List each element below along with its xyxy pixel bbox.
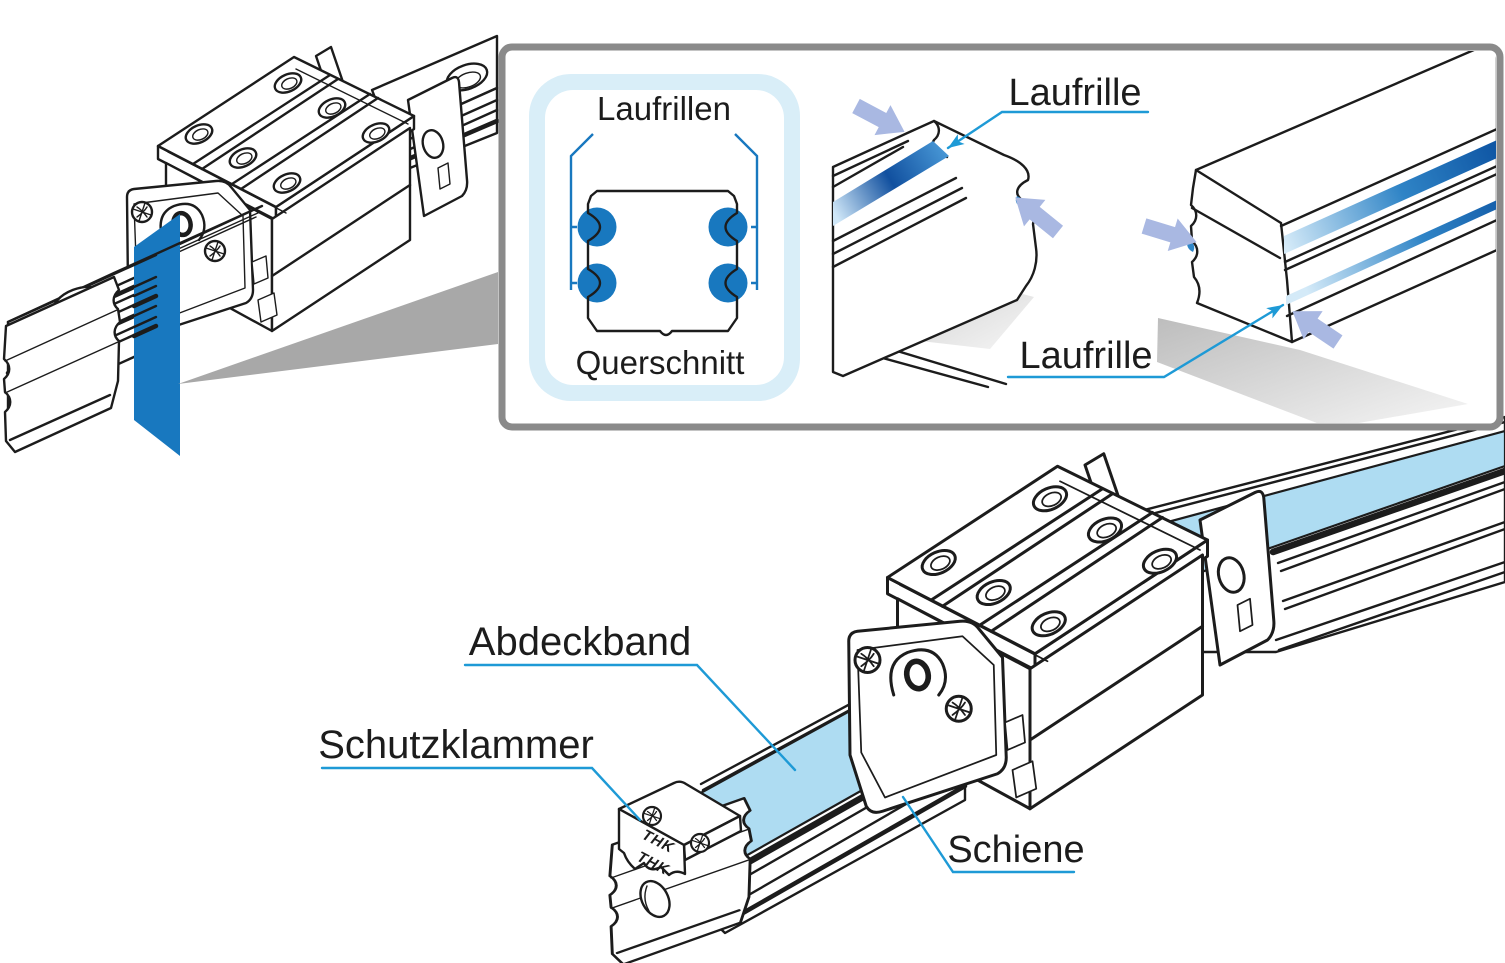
schutzklammer-label: Schutzklammer	[318, 723, 594, 767]
querschnitt-label: Querschnitt	[576, 344, 745, 381]
inset-content: Laufrillen Querschnitt	[529, 51, 1496, 423]
ball-groove-circle	[708, 207, 748, 247]
clamp-screw	[689, 832, 711, 854]
protective-clamp: THK THK	[617, 780, 743, 879]
main-assembly-illustration: THK THK	[608, 415, 1505, 963]
callout-wedge	[178, 272, 498, 384]
ball-groove-circle	[577, 263, 617, 303]
abdeckband-callout: Abdeckband	[463, 620, 797, 772]
section-plane-rail-lines	[131, 241, 182, 339]
schiene-callout: Schiene	[901, 795, 1085, 874]
groove-highlight	[833, 141, 949, 226]
clamp-screw	[641, 805, 663, 827]
ball-groove-circle	[708, 263, 748, 303]
rail-end-face-main	[608, 796, 753, 963]
groove-bracket-right	[734, 133, 759, 290]
overview-illustration	[2, 34, 500, 456]
section-plane	[134, 214, 180, 456]
rail-cross-section-outline	[586, 189, 739, 337]
rail-shadow	[1157, 318, 1468, 423]
rail-side-view	[1139, 51, 1496, 423]
laufrille-bottom-label: Laufrille	[1019, 335, 1152, 377]
laufrille-top-callout: Laufrille	[944, 72, 1150, 153]
rail-edge-view	[831, 90, 1069, 389]
laufrille-top-label: Laufrille	[1008, 72, 1141, 114]
schiene-label: Schiene	[947, 829, 1084, 871]
laufrille-bottom-callout: Laufrille	[1006, 299, 1287, 379]
schutzklammer-callout: Schutzklammer	[318, 723, 642, 822]
panel-inner	[545, 90, 784, 385]
cross-section-panel: Laufrillen Querschnitt	[529, 74, 800, 401]
ball-groove-circle	[577, 207, 617, 247]
rail-end-face	[2, 275, 122, 454]
groove-highlight	[1284, 140, 1496, 254]
laufrillen-label: Laufrillen	[597, 90, 731, 127]
groove-bracket-left	[569, 133, 594, 290]
abdeckband-label: Abdeckband	[469, 620, 691, 664]
groove-highlight	[1286, 200, 1496, 305]
